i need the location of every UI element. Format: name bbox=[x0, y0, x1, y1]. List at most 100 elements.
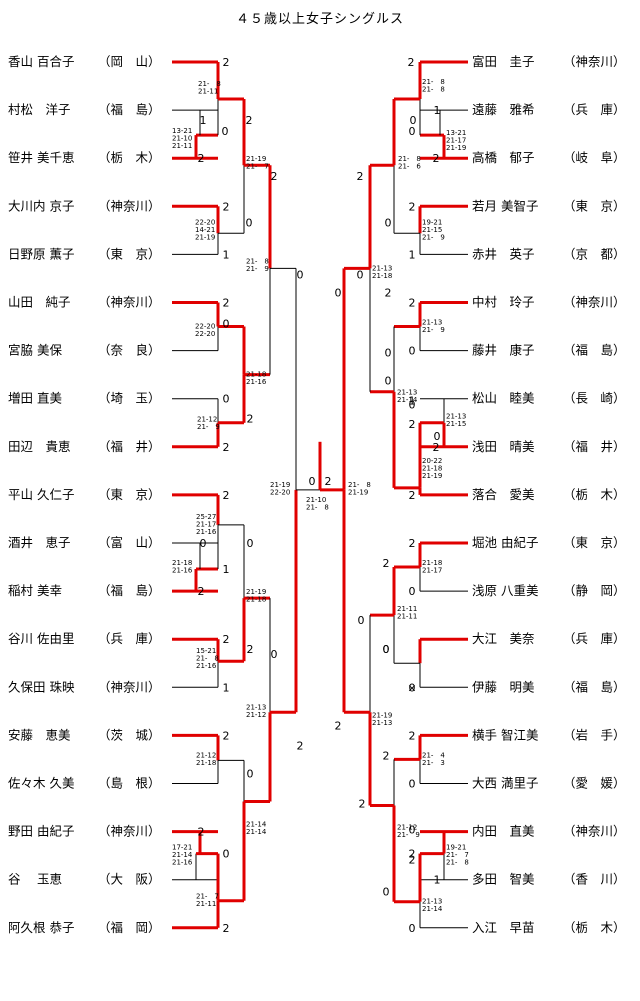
left-player-prefecture: （栃 木） bbox=[98, 150, 161, 165]
left-player-prefecture: （埼 玉） bbox=[98, 391, 161, 406]
left-player-name: 平山 久仁子 bbox=[8, 487, 74, 502]
right-player-name: 堀池 由紀子 bbox=[472, 535, 538, 550]
right-player-prefecture: （静 岡） bbox=[563, 583, 626, 598]
round-score-label: 2 bbox=[359, 798, 366, 811]
round-score-label: 0 bbox=[383, 643, 390, 656]
round-score-label: 0 bbox=[409, 922, 416, 935]
left-player-prefecture: （島 根） bbox=[98, 776, 161, 791]
right-player-name: 富田 圭子 bbox=[472, 54, 535, 69]
left-player-name: 宮脇 美保 bbox=[8, 343, 62, 358]
round-score-label: 0 bbox=[385, 216, 392, 229]
left-player-name: 田辺 貴恵 bbox=[8, 439, 71, 454]
right-player-prefecture: （神奈川） bbox=[563, 295, 626, 310]
right-player-prefecture: （東 京） bbox=[563, 198, 626, 213]
right-player-name: 松山 睦美 bbox=[472, 391, 535, 406]
round-score-label: 2 bbox=[433, 152, 440, 165]
left-player-prefecture: （兵 庫） bbox=[98, 631, 161, 646]
round-score-label: 2 bbox=[223, 489, 230, 502]
right-player-name: 横手 智江美 bbox=[472, 727, 538, 742]
round-score-label: 2 bbox=[335, 719, 342, 732]
right-player-name: 内田 直美 bbox=[472, 824, 535, 839]
right-player-name: 藤井 康子 bbox=[472, 343, 535, 358]
left-player-name: 日野原 薫子 bbox=[8, 246, 74, 261]
round-score-label: 2 bbox=[408, 56, 415, 69]
right-player-prefecture: （福 島） bbox=[563, 343, 626, 358]
round-score-label: 2 bbox=[247, 643, 254, 656]
round-score-label: 2 bbox=[198, 826, 205, 839]
left-player-prefecture: （富 山） bbox=[98, 535, 161, 550]
round-score-label: 0 bbox=[297, 268, 304, 281]
left-player-prefecture: （神奈川） bbox=[98, 679, 161, 694]
left-player-prefecture: （福 島） bbox=[98, 583, 161, 598]
round-score-label: 2 bbox=[223, 297, 230, 310]
right-player-prefecture: （兵 庫） bbox=[563, 102, 626, 117]
round-score-label: 0 bbox=[409, 585, 416, 598]
round-score-label: 0 bbox=[223, 318, 230, 331]
page-title: ４５歳以上女子シングルス bbox=[235, 12, 404, 27]
left-player-prefecture: （大 阪） bbox=[98, 872, 161, 887]
right-player-prefecture: （福 井） bbox=[563, 439, 626, 454]
round-score-label: 0 bbox=[410, 114, 417, 127]
round-score-label: 0 bbox=[409, 399, 416, 412]
left-player-prefecture: （福 岡） bbox=[98, 920, 161, 935]
right-player-name: 高橋 郁子 bbox=[472, 150, 535, 165]
left-player-name: 野田 由紀子 bbox=[8, 824, 74, 839]
round-score-label: 0 bbox=[358, 614, 365, 627]
round-score-label: 2 bbox=[383, 557, 390, 570]
right-player-prefecture: （神奈川） bbox=[563, 54, 626, 69]
round-score-label: 2 bbox=[409, 729, 416, 742]
right-player-name: 入江 早苗 bbox=[472, 920, 535, 935]
left-player-name: 増田 直美 bbox=[8, 391, 62, 406]
round-score-label: 2 bbox=[223, 56, 230, 69]
left-player-name: 佐々木 久美 bbox=[8, 776, 74, 791]
left-player-prefecture: （福 島） bbox=[98, 102, 161, 117]
round-score-label: 2 bbox=[357, 170, 364, 183]
round-score-label: 1 bbox=[409, 395, 416, 408]
round-score-label: 0 bbox=[383, 643, 390, 656]
right-player-prefecture: （栃 木） bbox=[563, 920, 626, 935]
round-score-label: 1 bbox=[223, 681, 230, 694]
right-player-prefecture: （香 川） bbox=[563, 872, 626, 887]
right-player-prefecture: （岩 手） bbox=[563, 727, 626, 742]
walkover-mark: × bbox=[407, 681, 416, 694]
left-player-prefecture: （神奈川） bbox=[98, 295, 161, 310]
left-player-name: 村松 洋子 bbox=[8, 102, 71, 117]
right-player-prefecture: （栃 木） bbox=[563, 487, 626, 502]
round-score-label: 0 bbox=[247, 768, 254, 781]
round-score-label: 2 bbox=[297, 739, 304, 752]
round-score-label: 1 bbox=[434, 874, 441, 887]
left-player-name: 大川内 京子 bbox=[8, 198, 74, 213]
round-score-label: 2 bbox=[198, 152, 205, 165]
round-score-label: 0 bbox=[409, 824, 416, 837]
left-player-prefecture: （茨 城） bbox=[98, 727, 161, 742]
round-score-label: 2 bbox=[385, 287, 392, 300]
right-player-name: 浅原 八重美 bbox=[472, 583, 538, 598]
round-score-label: 2 bbox=[383, 749, 390, 762]
right-player-name: 若月 美智子 bbox=[472, 198, 538, 213]
round-score-label: 2 bbox=[409, 489, 416, 502]
round-score-label: 2 bbox=[409, 854, 416, 867]
right-player-name: 伊藤 明美 bbox=[472, 679, 535, 694]
round-score-label: 0 bbox=[385, 375, 392, 388]
right-player-name: 落合 愛美 bbox=[472, 487, 535, 502]
left-player-name: 安藤 恵美 bbox=[8, 727, 71, 742]
round-score-label: 0 bbox=[409, 125, 416, 138]
